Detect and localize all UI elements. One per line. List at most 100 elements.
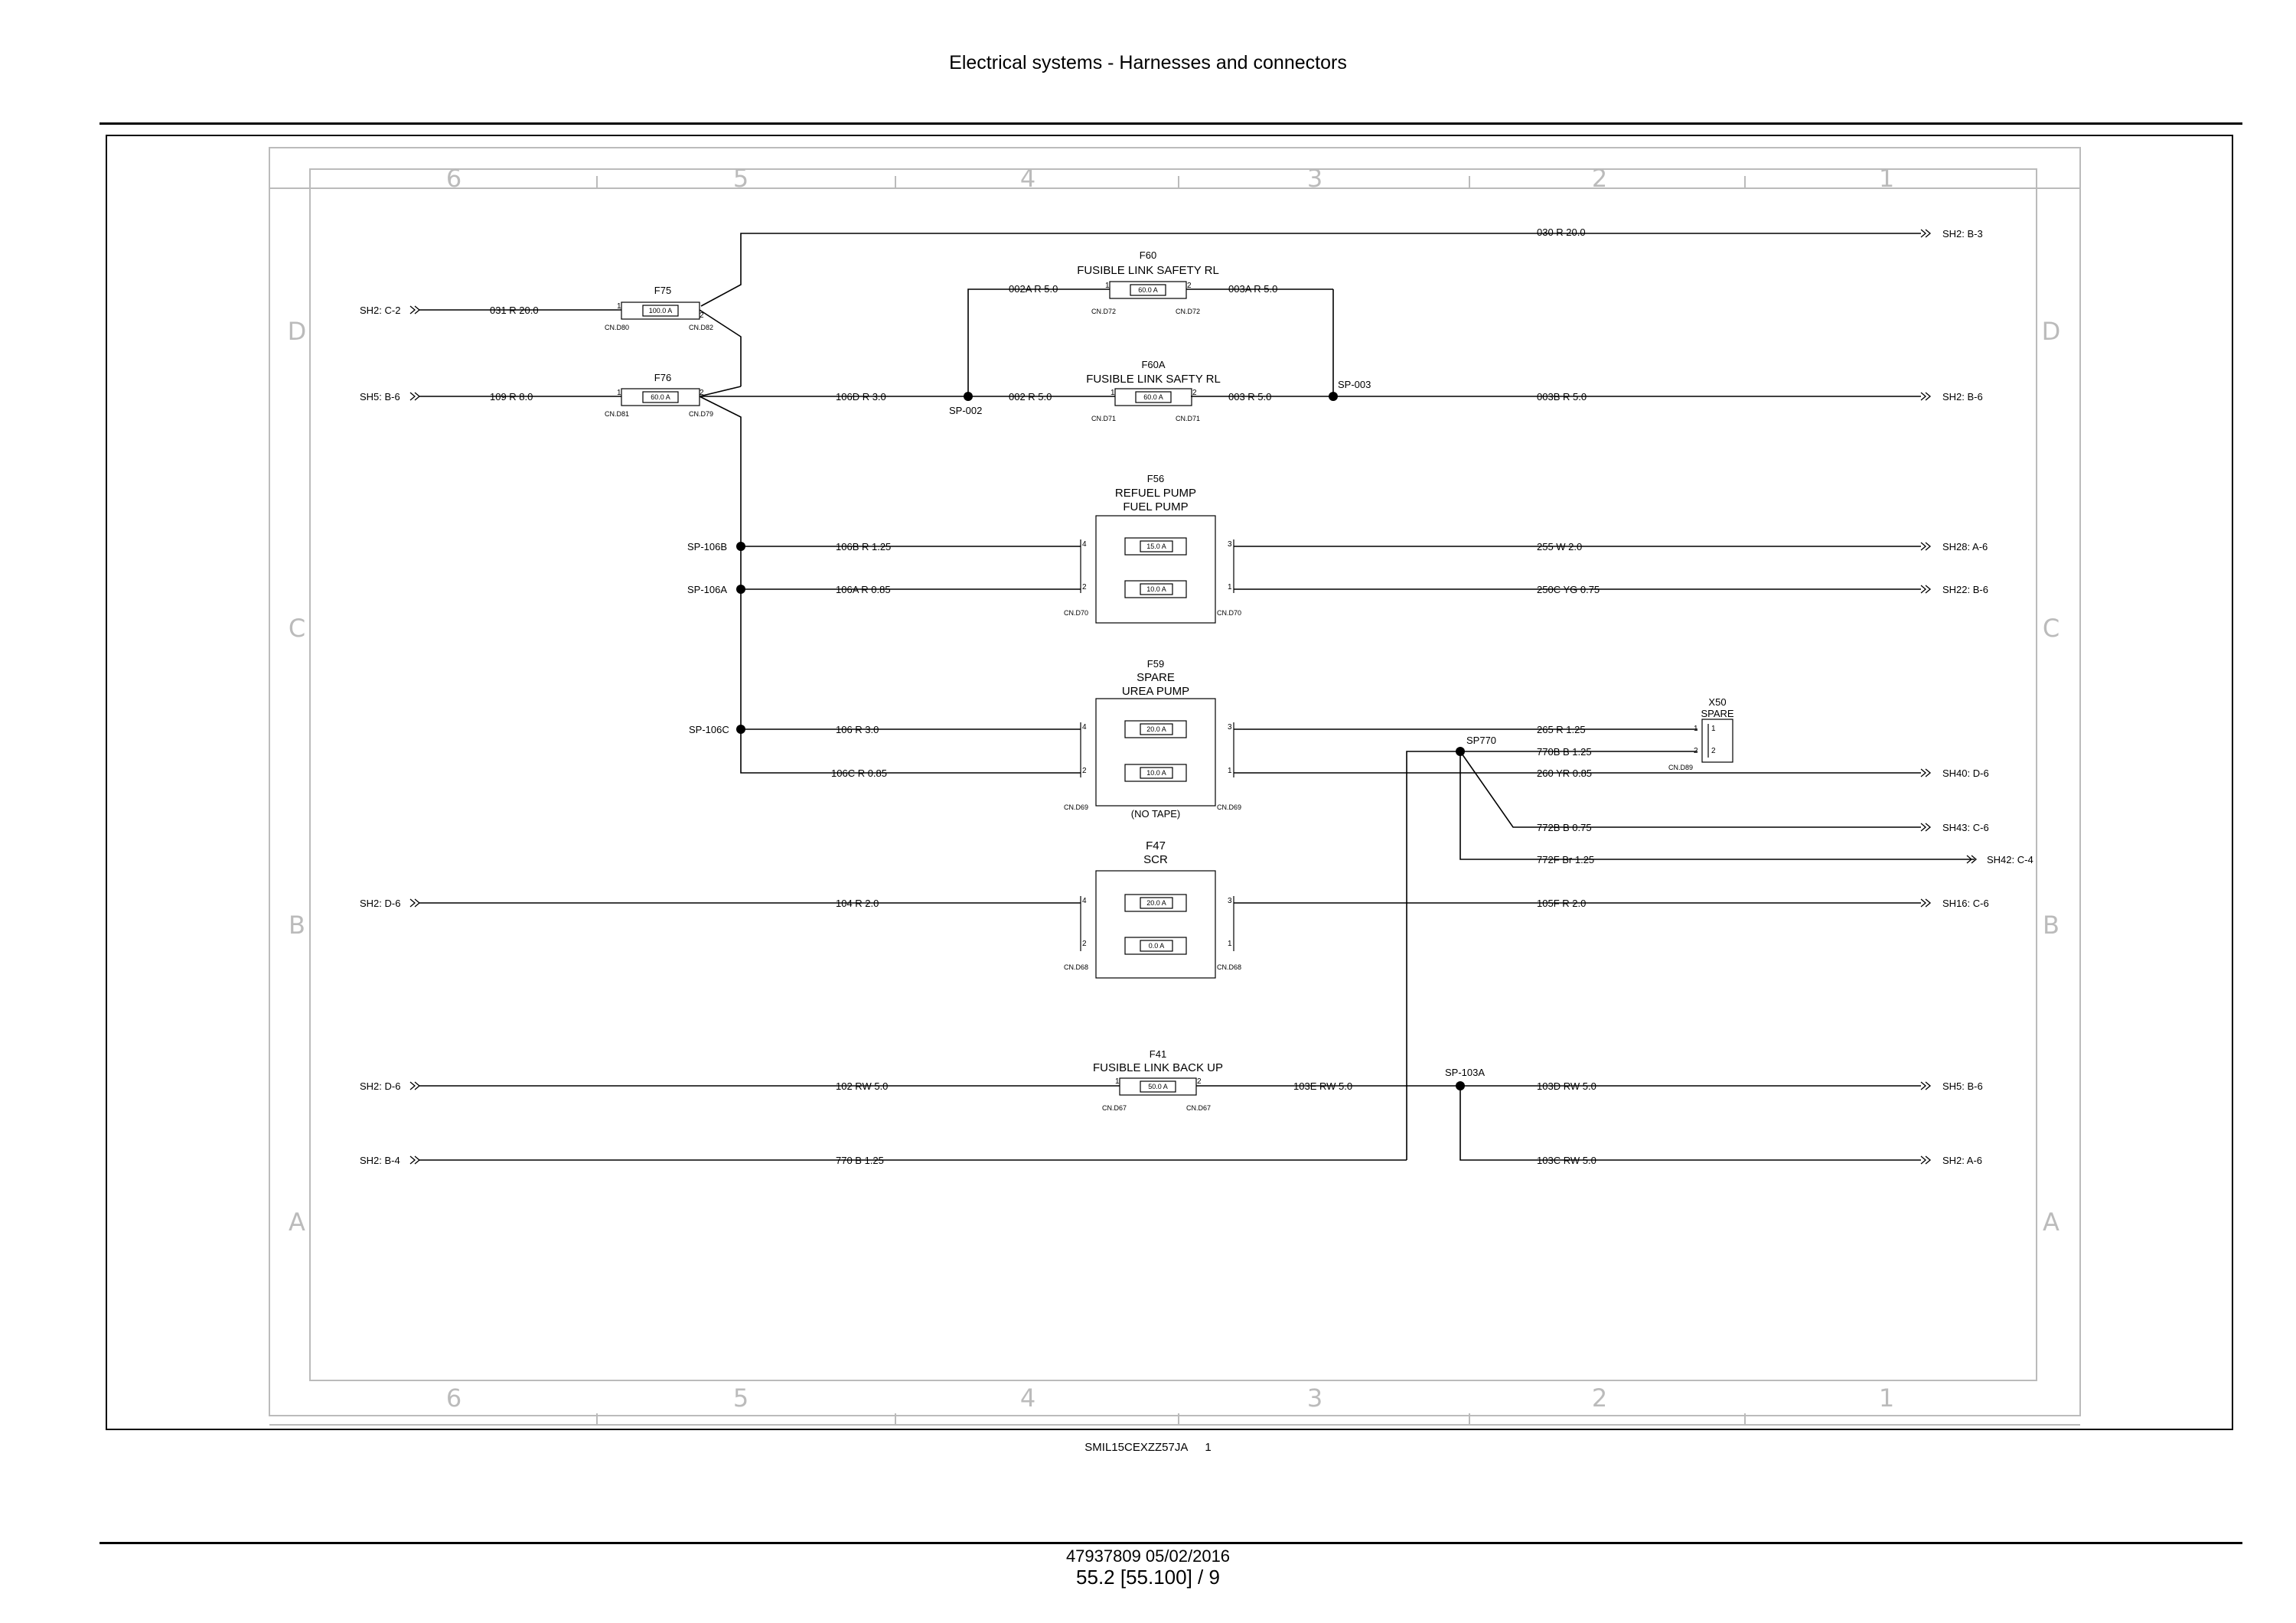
label-sp103a: SP-103A	[1445, 1067, 1485, 1078]
label-w770b: 770B B 1.25	[1537, 746, 1592, 758]
fuse-f75-cn-right: CN.D82	[689, 324, 713, 331]
label-sp770: SP770	[1466, 735, 1496, 746]
fuse-f47-rating2: 0.0 A	[1149, 942, 1165, 950]
label-w104: 104 R 2.0	[836, 898, 879, 909]
label-w106: 106 R 3.0	[836, 724, 879, 735]
wire-770-riser	[1406, 751, 1460, 1160]
col-4: 4	[1020, 164, 1035, 193]
col-1: 1	[1879, 164, 1894, 193]
row-d: D	[288, 317, 307, 346]
fuse-f59-rating1: 20.0 A	[1146, 725, 1166, 733]
ref-sh2-d6-a: SH2: D-6	[360, 898, 400, 909]
ref-sh5-b6-b: SH5: B-6	[1942, 1080, 1983, 1092]
splice-sp770-dot	[1456, 747, 1465, 756]
fuse-f60a-rating: 60.0 A	[1143, 393, 1163, 401]
row-c-right: C	[2043, 614, 2060, 643]
connector-x50-name: X50	[1708, 696, 1726, 708]
sheet-refs: SH2: C-2 SH5: B-6 SH2: D-6 SH2: D-6 SH2:…	[360, 228, 2033, 1166]
fuse-f41-rating: 50.0 A	[1148, 1083, 1168, 1090]
fuse-f56-pin2: 2	[1082, 583, 1087, 592]
row-c: C	[289, 614, 305, 643]
fuse-f41-element	[1140, 1080, 1176, 1093]
fuse-f59-pin1: 1	[1228, 767, 1232, 775]
fuse-f56-2-element	[1140, 583, 1173, 595]
fuse-f56-rating1: 15.0 A	[1146, 543, 1166, 550]
arrow-030-out	[1920, 229, 1932, 238]
zone-labels: 6 5 4 3 2 1 6 5 4 3 2 1 D C B A D C B A	[288, 164, 2061, 1413]
ref-sh2-c2: SH2: C-2	[360, 305, 400, 316]
splice-sp106a-dot	[736, 585, 745, 594]
fuse-f59-1	[1124, 720, 1187, 738]
arrow-772b-out	[1920, 823, 1932, 832]
fuse-f41-cn-left: CN.D67	[1102, 1104, 1127, 1112]
splice-sp106c-dot	[736, 725, 745, 734]
fuse-f75-pin2: 2	[700, 311, 704, 320]
header-rule	[99, 122, 2242, 125]
ref-sh2-b3: SH2: B-3	[1942, 228, 1983, 240]
fuse-f60-pin2: 2	[1187, 282, 1192, 290]
arrow-103c-out	[1920, 1155, 1932, 1165]
label-w772b: 772B B 0.75	[1537, 822, 1592, 833]
connector-x50-pin2-left: 2	[1694, 747, 1698, 755]
fuse-f47-rating1: 20.0 A	[1146, 899, 1166, 907]
arrow-250c-out	[1920, 585, 1932, 594]
col-5: 5	[733, 164, 748, 193]
fuse-bodies	[621, 281, 1733, 1096]
fuse-f60a-name: F60A	[1141, 359, 1165, 370]
arrow-260-out	[1920, 768, 1932, 777]
fuse-f59-desc1: SPARE	[1137, 671, 1175, 684]
fuse-f56-1	[1124, 537, 1187, 556]
label-w003b: 003B R 5.0	[1537, 391, 1587, 402]
fuse-f75-cn-left: CN.D80	[605, 324, 629, 331]
fuse-f60a-desc: FUSIBLE LINK SAFTY RL	[1086, 373, 1221, 386]
arrow-003b-out	[1920, 392, 1932, 401]
connector-x50-pin1: 1	[1711, 725, 1716, 733]
fuse-f47-2-element	[1140, 940, 1173, 952]
label-w106d: 106D R 3.0	[836, 391, 886, 402]
ref-sh2-a6: SH2: A-6	[1942, 1155, 1982, 1166]
col-3-bottom: 3	[1307, 1383, 1322, 1413]
label-sp106c: SP-106C	[689, 724, 729, 735]
fuse-f41-pin1: 1	[1115, 1077, 1120, 1086]
wire-002a	[967, 288, 1110, 396]
fuse-f56-desc2: FUEL PUMP	[1123, 500, 1188, 513]
fuse-labels: F75 100.0 A CN.D80 CN.D82 1 2 F76 60.0 A…	[605, 249, 1734, 1112]
fuse-f59-2	[1124, 764, 1187, 782]
ref-sh2-b6: SH2: B-6	[1942, 391, 1983, 402]
fuse-f60-cn-left: CN.D72	[1091, 308, 1116, 315]
label-w103c: 103C RW 5.0	[1537, 1155, 1596, 1166]
splice-sp003-dot	[1329, 392, 1338, 401]
fuse-f56-cn-right: CN.D70	[1217, 609, 1241, 617]
label-w002a: 002A R 5.0	[1009, 283, 1058, 295]
label-w770: 770 B 1.25	[836, 1155, 884, 1166]
fuse-f75-pin1: 1	[617, 302, 621, 311]
ref-sh2-b4: SH2: B-4	[360, 1155, 400, 1166]
fuse-f75-element	[642, 305, 679, 317]
fuse-f47-box	[1095, 870, 1216, 979]
label-sp002: SP-002	[949, 405, 982, 416]
page-number: 55.2 [55.100] / 9	[1076, 1566, 1220, 1589]
fuse-f60-element	[1130, 284, 1166, 296]
fuse-f59-box	[1095, 698, 1216, 807]
zone-border	[269, 147, 2081, 1426]
fuse-f60a-body	[1114, 388, 1192, 406]
fuse-f47-connectors	[1080, 896, 1234, 951]
fuse-f41-pin2: 2	[1197, 1077, 1202, 1086]
ref-sh2-d6-b: SH2: D-6	[360, 1080, 400, 1092]
row-b-right: B	[2043, 911, 2060, 940]
col-6-bottom: 6	[446, 1383, 461, 1413]
drawing-frame	[106, 135, 2233, 1430]
connector-x50-cn: CN.D89	[1668, 764, 1693, 771]
label-w105f: 105F R 2.0	[1537, 898, 1586, 909]
row-d-right: D	[2042, 317, 2061, 346]
wire-772b	[1459, 751, 1921, 828]
arrow-031-in	[409, 305, 421, 314]
label-sp106b: SP-106B	[687, 541, 727, 552]
fuse-f60-rating: 60.0 A	[1138, 286, 1158, 294]
label-sp003: SP-003	[1338, 379, 1371, 390]
fuse-f60-desc: FUSIBLE LINK SAFETY RL	[1077, 264, 1219, 277]
splice-sp002-dot	[964, 392, 973, 401]
fuse-f76-cn-left: CN.D81	[605, 410, 629, 418]
